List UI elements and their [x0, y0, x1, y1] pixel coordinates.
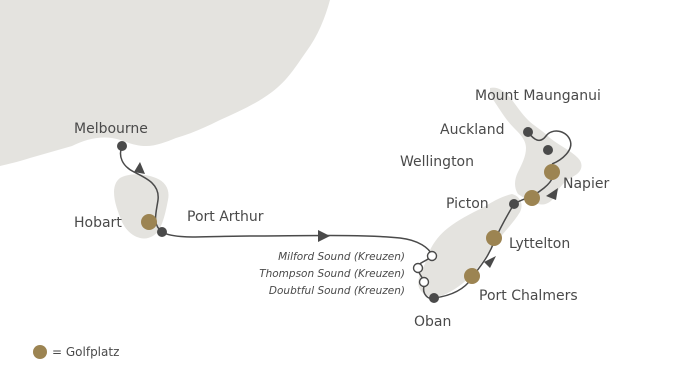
nz-south-island-landmass — [418, 194, 522, 297]
napier-label: Napier — [563, 176, 609, 192]
route-arrows — [134, 162, 558, 268]
arrow-icon — [318, 230, 330, 242]
picton-label: Picton — [446, 196, 489, 212]
legend: = Golfplatz — [33, 345, 119, 359]
napier-golf-dot — [544, 164, 560, 180]
hobart-golf-dot — [141, 214, 157, 230]
oban-label: Oban — [414, 314, 451, 330]
auckland-port-dot — [523, 127, 533, 137]
port-labels: Melbourne Hobart Port Arthur Milford Sou… — [74, 88, 609, 330]
wellington-label: Wellington — [400, 154, 474, 170]
milford-sound-marker — [426, 250, 438, 262]
hobart-label: Hobart — [74, 215, 122, 231]
thompson-sound-marker — [412, 262, 424, 274]
route-segment — [527, 130, 572, 165]
auckland-label: Auckland — [440, 122, 504, 138]
milford-sound-label: Milford Sound (Kreuzen) — [278, 251, 405, 263]
legend-label: = Golfplatz — [52, 345, 119, 359]
melbourne-label: Melbourne — [74, 121, 148, 137]
melbourne-port-dot — [117, 141, 127, 151]
route-segment — [161, 231, 433, 257]
oban-port-dot — [429, 293, 439, 303]
picton-port-dot — [509, 199, 519, 209]
port-dots — [117, 127, 553, 303]
golf-course-legend-icon — [33, 345, 47, 359]
mount-maunganui-port-dot — [543, 145, 553, 155]
wellington-golf-dot — [524, 190, 540, 206]
lyttelton-golf-dot — [486, 230, 502, 246]
port-chalmers-label: Port Chalmers — [479, 288, 578, 304]
port-chalmers-golf-dot — [464, 268, 480, 284]
cruise-markers — [412, 250, 438, 288]
route-segment — [433, 203, 515, 299]
arrow-icon — [484, 256, 496, 268]
arrow-icon — [546, 188, 558, 200]
mount-maunganui-label: Mount Maunganui — [475, 88, 601, 104]
golf-dots — [141, 164, 560, 284]
arrow-icon — [134, 162, 145, 174]
doubtful-sound-marker — [418, 276, 430, 288]
australia-landmass — [0, 0, 330, 166]
thompson-sound-label: Thompson Sound (Kreuzen) — [259, 268, 405, 280]
doubtful-sound-label: Doubtful Sound (Kreuzen) — [269, 285, 405, 297]
port-arthur-label: Port Arthur — [187, 209, 264, 225]
lyttelton-label: Lyttelton — [509, 236, 570, 252]
route-segment — [417, 255, 435, 300]
port-arthur-port-dot — [157, 227, 167, 237]
